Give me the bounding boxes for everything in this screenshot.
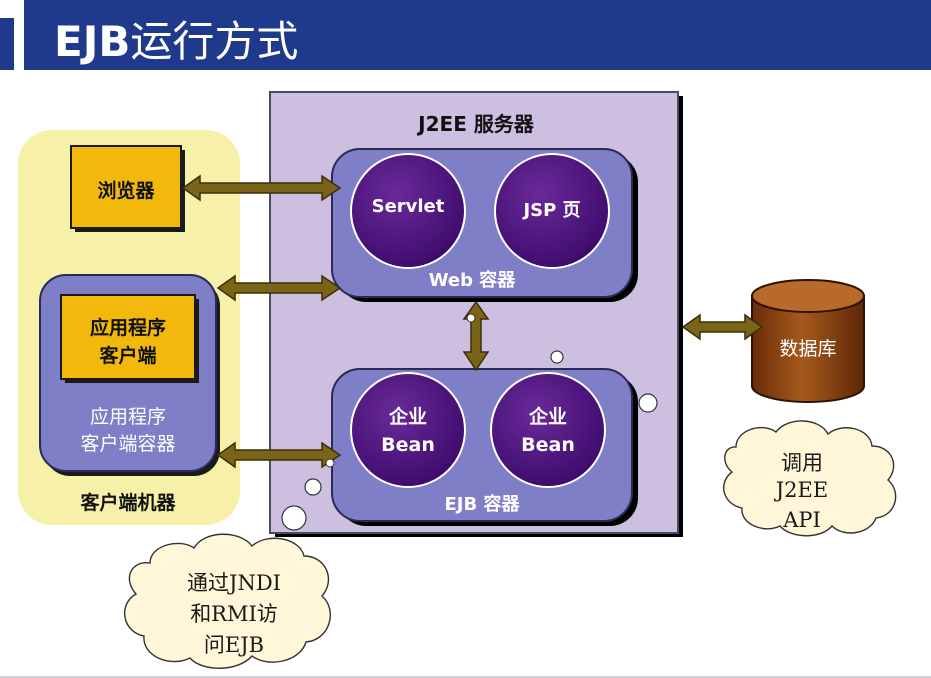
callout-api-line1: 调用 — [781, 451, 823, 475]
page-title: EJB运行方式 — [54, 8, 298, 69]
title-accent — [0, 18, 14, 70]
jsp-label: JSP 页 — [523, 200, 581, 221]
browser-box — [70, 145, 182, 229]
server-label: J2EE 服务器 — [418, 112, 534, 136]
callout-api-line3: API — [783, 508, 821, 532]
callout-jndi-line3: 问EJB — [203, 633, 265, 657]
bubble-medium — [638, 393, 658, 413]
bubble-jndi-2 — [281, 505, 307, 531]
callout-jndi-line1: 通过JNDI — [187, 571, 281, 595]
servlet-label: Servlet — [371, 196, 445, 217]
jsp-circle — [494, 153, 610, 269]
arrow-appclient-ejb — [216, 441, 342, 469]
junction-dot-ejb — [325, 458, 335, 468]
app-client-line1: 应用程序 — [89, 317, 166, 339]
browser-label: 浏览器 — [97, 180, 155, 202]
cloud-jndi — [123, 533, 331, 669]
callout-jndi-line2: 和RMI访 — [190, 602, 278, 626]
bubble-small — [550, 350, 564, 364]
title-latin: EJB — [54, 17, 131, 66]
client-machine-label: 客户端机器 — [80, 492, 176, 514]
arrow-server-db — [681, 313, 764, 341]
bean1-line2: Bean — [381, 434, 435, 456]
app-client-container-line2: 客户端容器 — [80, 433, 176, 455]
app-client-container-line1: 应用程序 — [89, 406, 166, 428]
junction-dot — [466, 313, 476, 323]
bean2-line2: Bean — [521, 434, 575, 456]
bottom-divider — [0, 676, 931, 678]
title-bar — [24, 0, 931, 70]
bean2-line1: 企业 — [528, 406, 567, 428]
ejb-container-label: EJB 容器 — [444, 494, 520, 515]
cloud-api — [723, 420, 897, 537]
bean2-circle — [490, 372, 606, 488]
arrow-appclient-web — [216, 274, 342, 302]
database-top — [751, 279, 865, 313]
servlet-circle — [350, 153, 466, 269]
app-client-line2: 客户端 — [99, 345, 157, 367]
web-container-label: Web 容器 — [428, 270, 516, 291]
arrow-browser-web — [181, 174, 342, 202]
database-label: 数据库 — [779, 338, 837, 360]
callout-api-line2: J2EE — [775, 478, 829, 502]
title-chinese: 运行方式 — [130, 17, 299, 66]
database-body — [751, 295, 865, 403]
bean1-circle — [350, 372, 466, 488]
bean1-line1: 企业 — [388, 406, 427, 428]
app-client-box — [60, 294, 196, 380]
arrows — [181, 174, 764, 469]
bubble-jndi-1 — [304, 478, 322, 496]
